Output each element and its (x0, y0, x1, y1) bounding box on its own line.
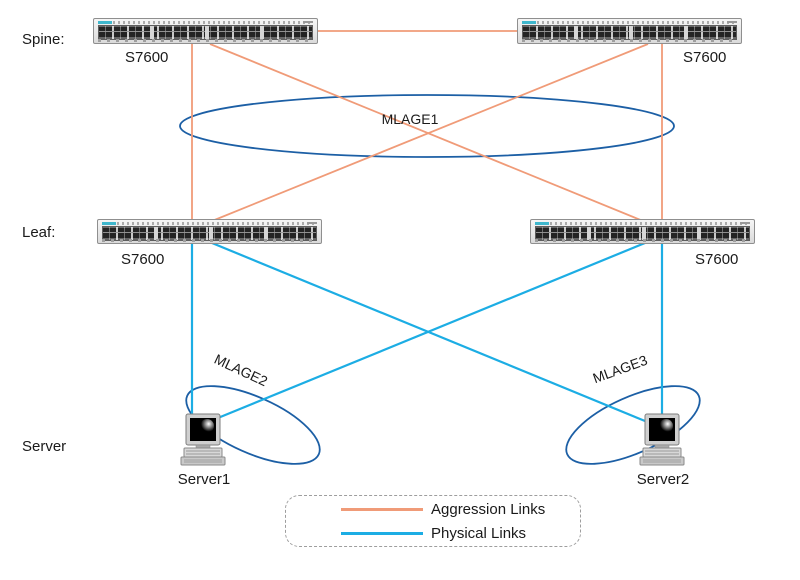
switch-foot (522, 39, 737, 42)
server1-label: Server1 (177, 471, 231, 488)
switch-leaf-right (530, 219, 755, 244)
aggression-link-sample (341, 507, 423, 511)
aggression-link-label: Aggression Links (431, 500, 546, 518)
switch-model-tag (303, 21, 313, 23)
legend-box: Aggression Links Physical Links (285, 495, 581, 547)
switch-foot (535, 239, 750, 242)
switch-vents (98, 21, 313, 24)
server-tier-label: Server (22, 438, 67, 455)
leaf-left-model-label: S7600 (121, 251, 165, 268)
leaf-tier-label: Leaf: (22, 224, 56, 241)
physical-link-leaf-right-server1 (212, 241, 646, 422)
switch-ports (98, 25, 313, 40)
mlage1-ellipse (179, 94, 675, 158)
server1-icon (180, 413, 226, 466)
physical-link-label: Physical Links (431, 524, 527, 542)
mlage1-label: MLAGE1 (381, 111, 439, 127)
switch-vents (102, 222, 317, 225)
switch-leaf-left (97, 219, 322, 244)
switch-vents (535, 222, 750, 225)
spine-left-model-label: S7600 (125, 49, 169, 66)
switch-vents (522, 21, 737, 24)
switch-foot (98, 39, 313, 42)
switch-brand-badge (98, 21, 112, 24)
switch-spine-left (93, 18, 318, 44)
switch-brand-badge (522, 21, 536, 24)
aggression-link-spine-left-leaf-right (209, 43, 644, 222)
legend-row-physical: Physical Links (341, 524, 580, 542)
spine-tier-label: Spine: (22, 31, 65, 48)
switch-model-tag (740, 222, 750, 224)
physical-link-sample (341, 531, 423, 535)
switch-brand-badge (102, 222, 116, 225)
leaf-right-model-label: S7600 (695, 251, 739, 268)
spine-right-model-label: S7600 (683, 49, 727, 66)
switch-brand-badge (535, 222, 549, 225)
legend-row-aggression: Aggression Links (341, 500, 580, 518)
server2-icon (639, 413, 685, 466)
switch-model-tag (727, 21, 737, 23)
switch-spine-right (517, 18, 742, 44)
mlage3-ellipse (565, 385, 701, 465)
switch-ports (522, 25, 737, 40)
server2-label: Server2 (636, 471, 690, 488)
aggression-link-spine-right-leaf-left (211, 43, 649, 222)
switch-model-tag (307, 222, 317, 224)
switch-foot (102, 239, 317, 242)
